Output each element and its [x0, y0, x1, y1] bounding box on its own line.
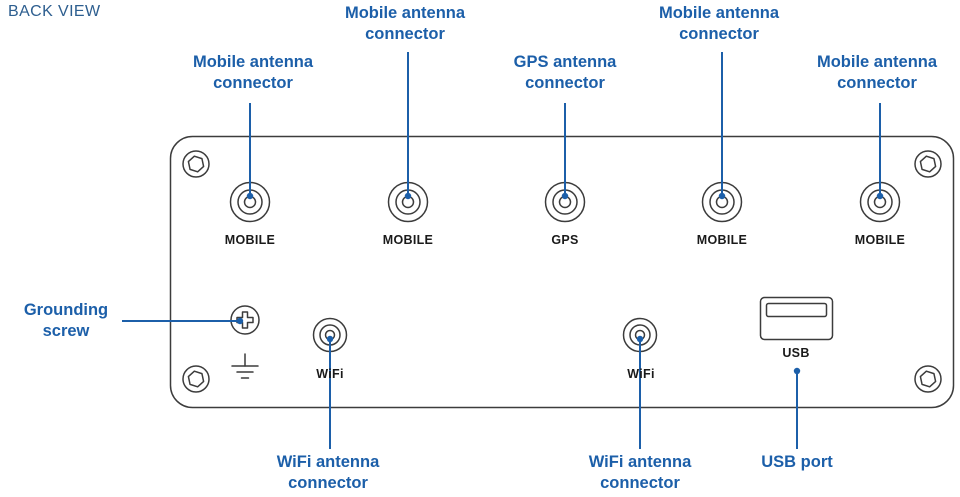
device-outline [169, 135, 955, 409]
corner-screw-bottom-left-icon [182, 365, 210, 393]
callout-mobile-antenna-1: Mobile antenna connector [192, 53, 314, 93]
usb-port-label: USB [782, 346, 810, 360]
leader-gps [561, 103, 569, 200]
callout-mobile-antenna-4: Mobile antenna connector [816, 53, 938, 93]
leader-wifi-1 [326, 335, 334, 449]
ground-symbol-icon [231, 353, 259, 379]
corner-screw-top-right-icon [914, 150, 942, 178]
leader-mobile-4 [876, 103, 884, 200]
gps-connector-label: GPS [551, 233, 579, 247]
leader-wifi-2 [636, 335, 644, 449]
callout-leader-lines [122, 52, 884, 449]
corner-screw-top-left-icon [182, 150, 210, 178]
leader-usb [793, 367, 801, 449]
leader-grounding [122, 317, 244, 325]
page-title: BACK VIEW [8, 3, 101, 20]
callout-grounding-screw: Grounding screw [23, 301, 109, 341]
callout-gps-antenna: GPS antenna connector [513, 53, 617, 93]
usb-port-icon [759, 296, 834, 341]
wifi-connector-2-label: WiFi [627, 367, 655, 381]
mobile-connector-1-label: MOBILE [224, 233, 276, 247]
callout-mobile-antenna-3: Mobile antenna connector [658, 4, 780, 44]
mobile-connector-2-label: MOBILE [382, 233, 434, 247]
callout-mobile-antenna-2: Mobile antenna connector [344, 4, 466, 44]
corner-screw-bottom-right-icon [914, 365, 942, 393]
leader-mobile-3 [718, 52, 726, 200]
callout-wifi-antenna-2: WiFi antenna connector [588, 453, 692, 493]
callout-usb-port: USB port [761, 453, 833, 471]
leader-mobile-2 [404, 52, 412, 200]
callout-wifi-antenna-1: WiFi antenna connector [276, 453, 380, 493]
mobile-connector-3-label: MOBILE [696, 233, 748, 247]
mobile-connector-4-label: MOBILE [854, 233, 906, 247]
wifi-connector-1-label: WiFi [316, 367, 344, 381]
leader-mobile-1 [246, 103, 254, 200]
